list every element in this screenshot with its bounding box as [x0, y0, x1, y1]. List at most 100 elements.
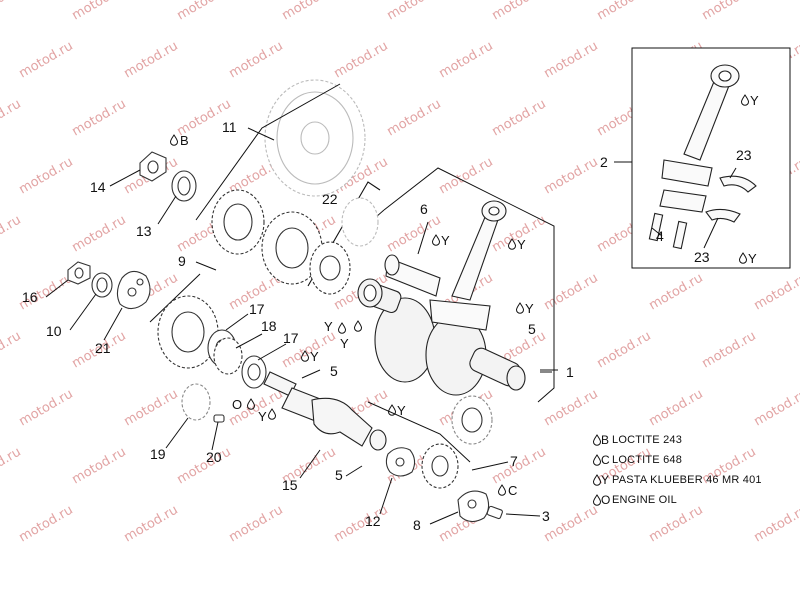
lubricant-legend: B LOCTITE 243 C LOCTITE 648 Y PASTA KLUE… — [592, 430, 762, 510]
watermark-text: motod.ru — [122, 39, 181, 82]
legend-text-y: PASTA KLUEBER 46 MR 401 — [612, 474, 762, 486]
watermark-text: motod.ru — [227, 39, 286, 82]
legend-row-o: O ENGINE OIL — [592, 490, 762, 510]
callout-19: 19 — [150, 446, 166, 462]
watermark-text: motod.ru — [70, 445, 129, 488]
callout-17-upper: 17 — [249, 301, 265, 317]
callout-22: 22 — [322, 191, 338, 207]
idler-gear-11 — [264, 79, 366, 197]
lubricant-markers: B Y Y Y Y Y Y O Y Y C Y Y — [170, 93, 759, 498]
watermark-text: motod.ru — [70, 97, 129, 140]
watermark-text: motod.ru — [0, 445, 24, 488]
callout-23-upper: 23 — [736, 147, 752, 163]
callout-14: 14 — [90, 179, 106, 195]
marker-y-inset-rod: Y — [750, 93, 759, 108]
watermark-text: motod.ru — [227, 503, 286, 546]
watermark-text: motod.ru — [437, 39, 496, 82]
small-parts-left — [67, 151, 197, 310]
callout-13: 13 — [136, 223, 152, 239]
marker-y-left1: Y — [324, 319, 333, 334]
watermark-text: motod.ru — [647, 387, 706, 430]
watermark-text: motod.ru — [122, 503, 181, 546]
watermark-text: motod.ru — [595, 0, 654, 23]
legend-key-o: O — [592, 492, 612, 509]
marker-y-15: Y — [397, 403, 406, 418]
watermark-text: motod.ru — [17, 155, 76, 198]
watermark-text: motod.ru — [332, 39, 391, 82]
watermark-text: motod.ru — [0, 329, 24, 372]
watermark-text: motod.ru — [385, 0, 444, 23]
callout-11: 11 — [222, 119, 237, 135]
marker-c: C — [508, 483, 517, 498]
callout-5-crank: 5 — [528, 321, 536, 337]
marker-y-left2: Y — [340, 336, 349, 351]
marker-y-crank: Y — [525, 301, 534, 316]
callout-1: 1 — [566, 364, 574, 380]
callout-18: 18 — [261, 318, 277, 334]
watermark-text: motod.ru — [490, 445, 549, 488]
gears-7-8-12 — [385, 395, 503, 523]
watermark-text: motod.ru — [70, 213, 129, 256]
watermark-text: motod.ru — [752, 271, 800, 314]
callout-16: 16 — [22, 289, 38, 305]
watermark-text: motod.ru — [700, 0, 759, 23]
marker-y-inset-shell: Y — [748, 251, 757, 266]
watermark-text: motod.ru — [385, 213, 444, 256]
callout-8: 8 — [413, 517, 421, 533]
marker-y-shaft: Y — [258, 409, 267, 424]
callout-5-bottom: 5 — [335, 467, 343, 483]
watermark-text: motod.ru — [647, 271, 706, 314]
watermark-text: motod.ru — [595, 329, 654, 372]
callout-9: 9 — [178, 253, 186, 269]
watermark-text: motod.ru — [437, 155, 496, 198]
legend-text-o: ENGINE OIL — [612, 494, 677, 506]
watermark-text: motod.ru — [17, 39, 76, 82]
watermark-text: motod.ru — [70, 0, 129, 23]
watermark-text: motod.ru — [122, 387, 181, 430]
callout-17-lower: 17 — [283, 330, 299, 346]
callout-21: 21 — [95, 340, 111, 356]
legend-key-c: C — [592, 452, 612, 469]
callout-20: 20 — [206, 449, 222, 465]
watermark-text: motod.ru — [0, 0, 24, 23]
gears-17-18 — [181, 329, 267, 423]
svg-text:Y: Y — [601, 473, 609, 486]
watermark-text: motod.ru — [0, 213, 24, 256]
marker-y-6: Y — [441, 233, 450, 248]
legend-key-y: Y — [592, 472, 612, 489]
watermark-text: motod.ru — [542, 39, 601, 82]
legend-row-c: C LOCTITE 648 — [592, 450, 762, 470]
watermark-text: motod.ru — [175, 0, 234, 23]
callout-5-shaft: 5 — [330, 363, 338, 379]
watermark-text: motod.ru — [542, 155, 601, 198]
watermark-text: motod.ru — [175, 445, 234, 488]
group-outline-15 — [367, 401, 471, 463]
watermark-text: motod.ru — [17, 387, 76, 430]
legend-key-b: B — [592, 432, 612, 449]
watermark-text: motod.ru — [752, 387, 800, 430]
callout-15: 15 — [282, 477, 298, 493]
legend-row-b: B LOCTITE 243 — [592, 430, 762, 450]
marker-b: B — [180, 133, 189, 148]
watermark-text: motod.ru — [542, 271, 601, 314]
callout-23-lower: 23 — [694, 249, 710, 265]
connecting-rod — [384, 200, 507, 331]
legend-text-c: LOCTITE 648 — [612, 454, 683, 466]
callout-10: 10 — [46, 323, 62, 339]
watermark-text: motod.ru — [542, 387, 601, 430]
group-outline-9 — [149, 83, 341, 323]
legend-row-y: Y PASTA KLUEBER 46 MR 401 — [592, 470, 762, 490]
callout-2: 2 — [600, 154, 608, 170]
marker-y-rod: Y — [517, 237, 526, 252]
watermark-text: motod.ru — [280, 0, 339, 23]
inset-box — [631, 47, 791, 269]
watermark-text: motod.ru — [490, 97, 549, 140]
gear-22 — [307, 181, 381, 295]
svg-text:C: C — [601, 453, 610, 466]
crankshaft — [357, 278, 526, 396]
svg-text:B: B — [601, 433, 609, 446]
callouts: 1 2 3 4 5 5 5 6 7 8 9 10 11 12 13 14 15 … — [22, 119, 752, 533]
watermark-text: motod.ru — [17, 503, 76, 546]
callout-4: 4 — [656, 228, 664, 244]
leader-lines — [45, 127, 737, 525]
